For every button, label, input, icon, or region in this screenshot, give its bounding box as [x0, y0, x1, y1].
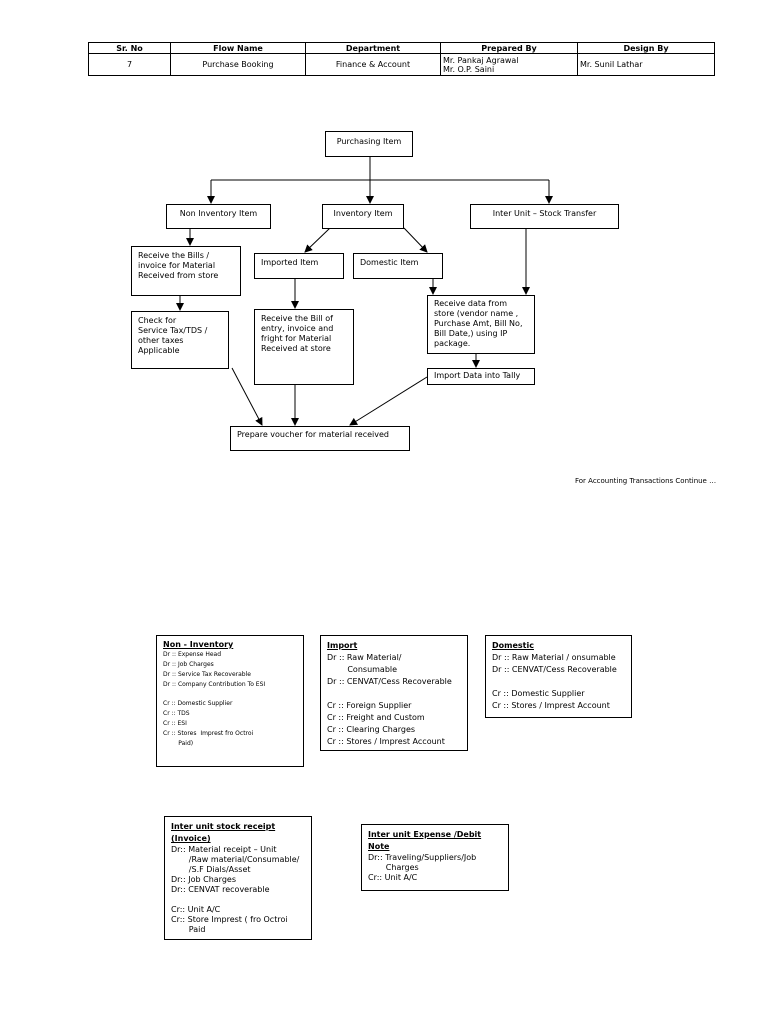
- receive-bill-entry-box: Receive the Bill of entry, invoice and f…: [254, 309, 354, 385]
- entry-line: Consumable: [327, 665, 398, 674]
- entry-line: Paid: [171, 925, 206, 934]
- entry-line: Dr :: Raw Material/: [327, 653, 402, 662]
- import-data-tally-box: Import Data into Tally: [427, 368, 535, 385]
- continue-note: For Accounting Transactions Continue …: [575, 477, 717, 485]
- entry-line: Cr :: Stores / Imprest Account: [492, 701, 610, 710]
- sr-no-value: 7: [88, 53, 171, 76]
- entry-line: Cr :: Domestic Supplier: [163, 700, 233, 707]
- entry-line: Dr :: Service Tax Recoverable: [163, 671, 251, 678]
- entry-line: Cr :: TDS: [163, 710, 190, 717]
- spacer: [171, 895, 305, 905]
- entry-line: Dr :: Expense Head: [163, 651, 222, 658]
- design-by-value: Mr. Sunil Lathar: [577, 53, 715, 76]
- entry-line: Cr :: Stores / Imprest Account: [327, 737, 445, 746]
- prepare-voucher-box: Prepare voucher for material received: [230, 426, 410, 451]
- inter-unit-receipt-accounting-box: Inter unit stock receipt (Invoice) Dr:: …: [164, 816, 312, 940]
- domestic-title: Domestic: [492, 641, 534, 650]
- entry-line: Cr :: ESI: [163, 720, 187, 727]
- flow-name-value: Purchase Booking: [170, 53, 306, 76]
- domestic-accounting-box: Domestic Dr :: Raw Material / onsumable …: [485, 635, 632, 718]
- entry-line: Dr :: CENVAT/Cess Recoverable: [327, 677, 452, 686]
- inter-unit-expense-accounting-box: Inter unit Expense /Debit Note Dr:: Trav…: [361, 824, 509, 891]
- import-title: Import: [327, 641, 358, 650]
- connector-arrow: [231, 367, 263, 426]
- department-value: Finance & Account: [305, 53, 441, 76]
- entry-line: Cr:: Store Imprest ( fro Octroi: [171, 915, 288, 924]
- flow-header-table: Sr. No Flow Name Department Prepared By …: [88, 42, 715, 76]
- import-accounting-box: Import Dr :: Raw Material/ Consumable Dr…: [320, 635, 468, 751]
- non-inventory-accounting-box: Non - Inventory Dr :: Expense Head Dr ::…: [156, 635, 304, 767]
- entry-line: Dr:: Traveling/Suppliers/Job: [368, 853, 477, 862]
- prepared-by-name-1: Mr. Pankaj Agrawal: [443, 55, 519, 65]
- connector-arrow: [403, 227, 428, 253]
- purchasing-item-box: Purchasing Item: [325, 131, 413, 157]
- entry-line: Dr:: Material receipt – Unit: [171, 845, 277, 854]
- non-inventory-item-box: Non Inventory Item: [166, 204, 271, 229]
- domestic-item-box: Domestic Item: [353, 253, 443, 279]
- entry-line: Dr :: Job Charges: [163, 661, 214, 668]
- table-row: 7 Purchase Booking Finance & Account Mr.…: [88, 53, 715, 76]
- entry-line: Dr:: Job Charges: [171, 875, 236, 884]
- inter-unit-expense-title: Inter unit Expense /Debit Note: [368, 830, 482, 851]
- entry-line: /S.F Dials/Asset: [171, 865, 251, 874]
- prepared-by-value: Mr. Pankaj Agrawal Mr. O.P. Saini: [440, 53, 578, 76]
- entry-line: Charges: [368, 863, 419, 872]
- entry-line: /Raw material/Consumable/: [171, 855, 300, 864]
- entry-line: Cr :: Freight and Custom: [327, 713, 425, 722]
- entry-line: Cr :: Foreign Supplier: [327, 701, 412, 710]
- inter-unit-stock-transfer-box: Inter Unit – Stock Transfer: [470, 204, 619, 229]
- entry-line: Dr :: CENVAT/Cess Recoverable: [492, 665, 617, 674]
- receive-bills-box: Receive the Bills / invoice for Material…: [131, 246, 241, 296]
- inter-unit-receipt-title: Inter unit stock receipt (Invoice): [171, 822, 276, 843]
- spacer: [492, 676, 625, 688]
- connector-arrow: [304, 227, 331, 253]
- non-inventory-title: Non - Inventory: [163, 640, 234, 649]
- check-taxes-box: Check for Service Tax/TDS / other taxes …: [131, 311, 229, 369]
- receive-data-box: Receive data from store (vendor name , P…: [427, 295, 535, 354]
- entry-line: Cr :: Domestic Supplier: [492, 689, 585, 698]
- header-row: Sr. No Flow Name Department Prepared By …: [88, 42, 715, 54]
- imported-item-box: Imported Item: [254, 253, 344, 279]
- prepared-by-name-2: Mr. O.P. Saini: [443, 64, 495, 74]
- entry-line: Cr:: Unit A/C: [171, 905, 221, 914]
- spacer: [327, 688, 461, 700]
- entry-line: Paid): [163, 740, 194, 747]
- entry-line: Cr:: Unit A/C: [368, 873, 418, 882]
- spacer: [163, 690, 297, 699]
- inventory-item-box: Inventory Item: [322, 204, 404, 229]
- entry-line: Dr :: Raw Material / onsumable: [492, 653, 616, 662]
- entry-line: Cr :: Clearing Charges: [327, 725, 416, 734]
- entry-line: Dr :: Company Contribution To ESI: [163, 681, 266, 688]
- entry-line: Cr :: Stores Imprest fro Octroi: [163, 730, 254, 737]
- entry-line: Dr:: CENVAT recoverable: [171, 885, 270, 894]
- connector-arrow: [349, 376, 428, 426]
